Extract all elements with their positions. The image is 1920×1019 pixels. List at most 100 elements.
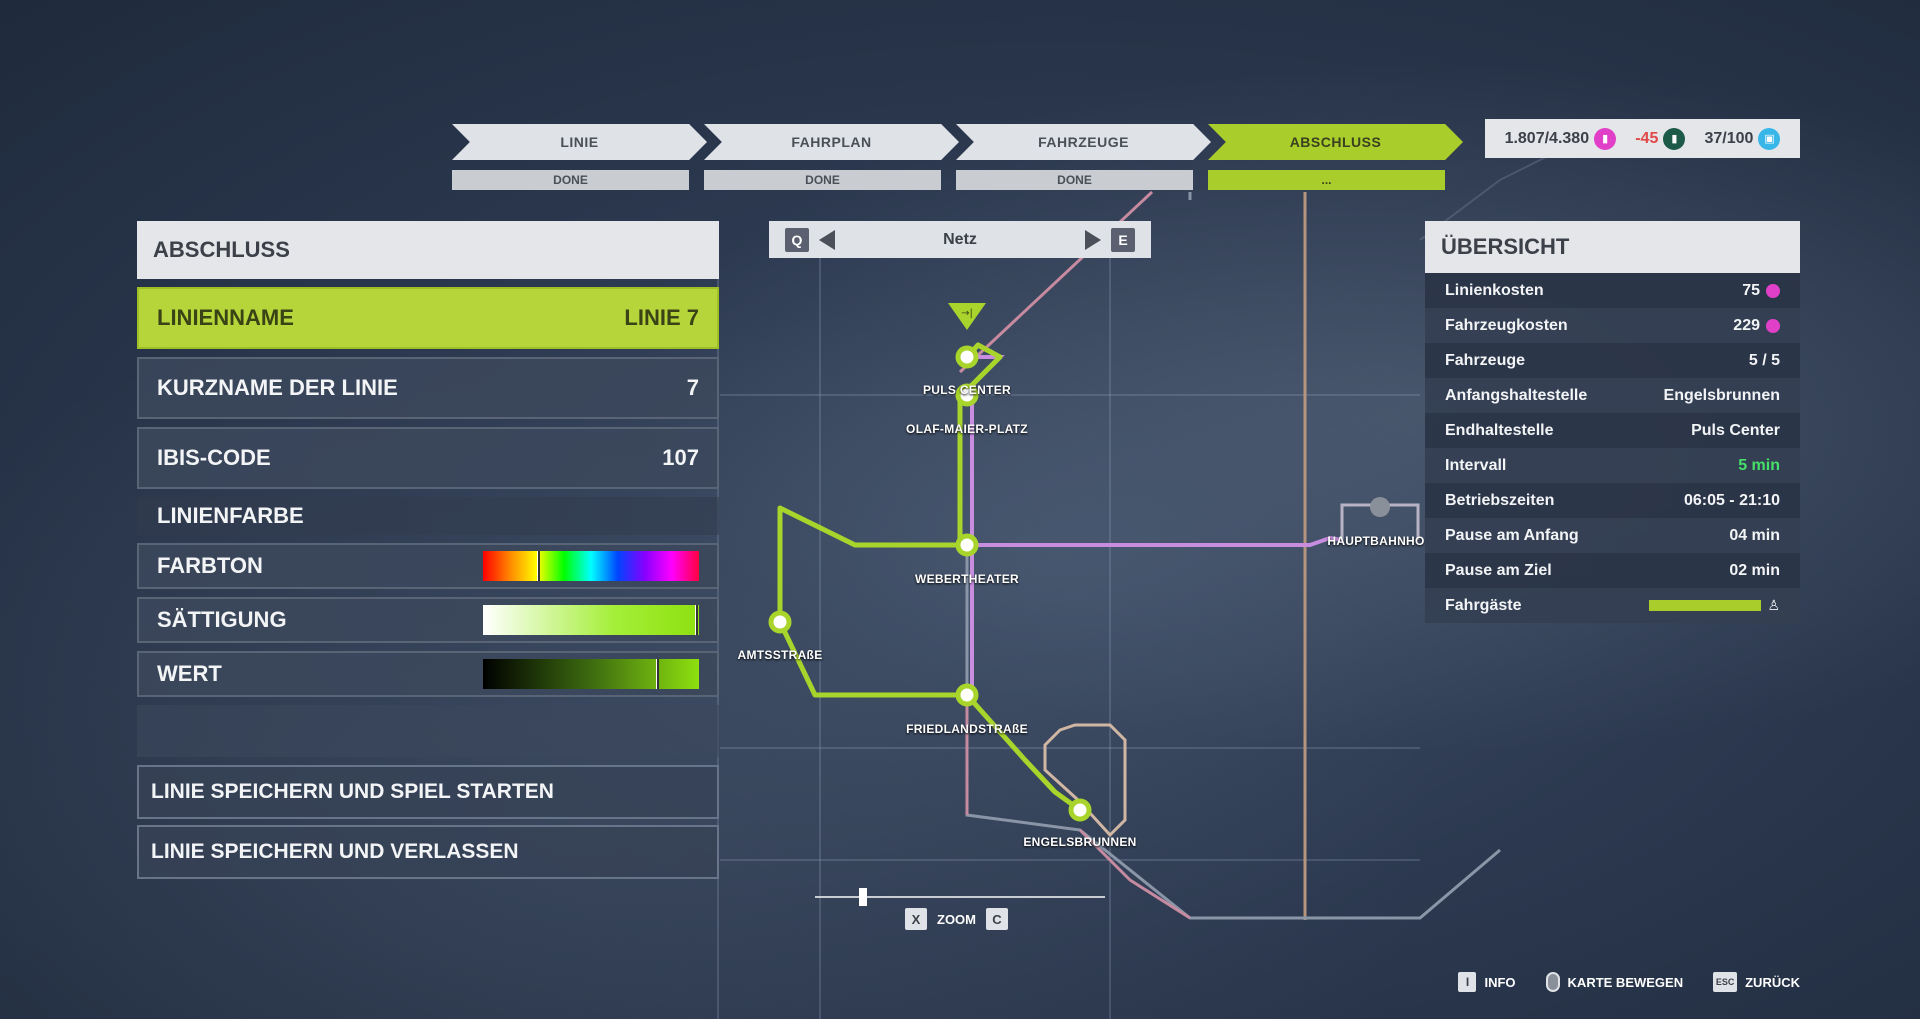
step-state: ... xyxy=(1208,170,1445,190)
key-esc: ESC xyxy=(1713,972,1738,992)
value-slider[interactable] xyxy=(483,659,699,689)
step-state: DONE xyxy=(452,170,689,190)
step-state: DONE xyxy=(704,170,941,190)
step-label: LINIE xyxy=(452,124,707,160)
overview-value: Engelsbrunnen xyxy=(1663,386,1780,404)
money-icon: ▮ xyxy=(1594,127,1617,150)
value-slider-handle[interactable] xyxy=(655,659,659,689)
zoom-thumb[interactable] xyxy=(858,888,867,906)
overview-label: Fahrzeuge xyxy=(1445,351,1526,369)
overview-label: Intervall xyxy=(1445,456,1507,474)
passengers-value: 37/100 xyxy=(1704,129,1754,147)
empty-row xyxy=(137,705,719,757)
hue-label: FARBTON xyxy=(157,553,263,578)
control-hints: I INFO KARTE BEWEGEN ESC ZURÜCK xyxy=(1458,972,1800,992)
zoom-label: ZOOM xyxy=(937,911,976,927)
saturation-row[interactable]: SÄTTIGUNG xyxy=(137,597,719,643)
step-fahrzeuge[interactable]: FAHRZEUGE DONE xyxy=(956,124,1211,192)
overview-value: 02 min xyxy=(1729,561,1780,579)
money-value: 1.807/4.380 xyxy=(1504,129,1590,147)
hint-back[interactable]: ESC ZURÜCK xyxy=(1713,972,1800,992)
step-fahrplan[interactable]: FAHRPLAN DONE xyxy=(704,124,959,192)
money-icon xyxy=(1766,318,1780,333)
previous-arrow-icon[interactable] xyxy=(819,229,835,250)
overview-row-passengers: Fahrgäste ♙ xyxy=(1425,588,1800,623)
key-q[interactable]: Q xyxy=(785,227,809,252)
station-amtsstrasse xyxy=(768,610,792,634)
hint-info-label: INFO xyxy=(1484,974,1516,990)
overview-row-line-cost: Linienkosten 75 xyxy=(1425,273,1800,308)
zoom-track[interactable] xyxy=(815,896,1105,898)
step-label: FAHRZEUGE xyxy=(956,124,1211,160)
overview-label: Fahrgäste xyxy=(1445,596,1522,614)
balance-chart-icon: ▮ xyxy=(1663,127,1686,150)
value-row[interactable]: WERT xyxy=(137,651,719,697)
line-name-value: LINIE 7 xyxy=(624,305,699,330)
ibis-code-row[interactable]: IBIS-CODE 107 xyxy=(137,427,719,489)
hint-move-map[interactable]: KARTE BEWEGEN xyxy=(1545,972,1684,992)
overview-row-vehicle-cost: Fahrzeugkosten 229 xyxy=(1425,308,1800,343)
zoom-control: X ZOOM C xyxy=(815,888,1105,932)
overview-label: Pause am Anfang xyxy=(1445,526,1579,544)
mouse-icon xyxy=(1545,972,1560,992)
wizard-steps: LINIE DONE FAHRPLAN DONE FAHRZEUGE DONE … xyxy=(452,124,1468,192)
resource-stats: 1.807/4.380 ▮ -45 ▮ 37/100 ▣ xyxy=(1485,119,1800,158)
step-linie[interactable]: LINIE DONE xyxy=(452,124,707,192)
ibis-code-value: 107 xyxy=(662,445,699,470)
short-name-row[interactable]: KURZNAME DER LINIE 7 xyxy=(137,357,719,419)
step-state: DONE xyxy=(956,170,1193,190)
saturation-slider-handle[interactable] xyxy=(695,605,698,635)
other-lines xyxy=(958,190,1501,920)
overview-row-end-stop: Endhaltestelle Puls Center xyxy=(1425,413,1800,448)
hint-info[interactable]: I INFO xyxy=(1458,972,1516,992)
overview-row-start-stop: Anfangshaltestelle Engelsbrunnen xyxy=(1425,378,1800,413)
panel-title: ABSCHLUSS xyxy=(137,221,719,279)
hint-move-label: KARTE BEWEGEN xyxy=(1567,974,1684,990)
saturation-slider[interactable] xyxy=(483,605,699,635)
overview-value: 5 / 5 xyxy=(1748,351,1780,369)
passengers-stat: 37/100 ▣ xyxy=(1704,127,1781,150)
overview-title: ÜBERSICHT xyxy=(1425,221,1800,273)
hue-slider[interactable] xyxy=(483,551,699,581)
station-label-hauptbahnhof: HAUPTBAHNHO xyxy=(1327,534,1425,548)
next-arrow-icon[interactable] xyxy=(1085,229,1101,250)
overview-value: 5 min xyxy=(1738,456,1780,474)
station-label-webertheater: WEBERTHEATER xyxy=(914,572,1020,586)
map-view-selector: Q Netz E xyxy=(769,221,1151,258)
station-label-engelsbrunnen: ENGELSBRUNNEN xyxy=(1023,835,1137,849)
hue-row[interactable]: FARBTON xyxy=(137,543,719,589)
station-friedlandstrasse xyxy=(955,683,979,707)
map-view-title: Netz xyxy=(943,230,977,248)
overview-label: Linienkosten xyxy=(1445,281,1544,299)
station-hauptbahnhof[interactable] xyxy=(1370,497,1390,517)
overview-panel: ÜBERSICHT Linienkosten 75 Fahrzeugkosten… xyxy=(1425,221,1800,623)
hue-slider-handle[interactable] xyxy=(537,551,540,581)
line-color-heading: LINIENFARBE xyxy=(137,497,719,535)
key-i: I xyxy=(1458,972,1477,992)
station-label-amtsstrasse: AMTSSTRAßE xyxy=(737,648,823,662)
start-marker-icon xyxy=(948,303,986,330)
line-7-stations[interactable] xyxy=(768,345,1092,822)
step-abschluss[interactable]: ABSCHLUSS ... xyxy=(1208,124,1463,192)
value-label: WERT xyxy=(157,661,222,686)
save-and-start-button[interactable]: LINIE SPEICHERN UND SPIEL STARTEN xyxy=(137,765,719,819)
money-stat: 1.807/4.380 ▮ xyxy=(1504,127,1617,150)
overview-value: Puls Center xyxy=(1691,421,1780,439)
line-name-row[interactable]: LINIENNAME LINIE 7 xyxy=(137,287,719,349)
passenger-bar xyxy=(1649,600,1762,611)
key-x[interactable]: X xyxy=(905,908,927,930)
save-and-exit-button[interactable]: LINIE SPEICHERN UND VERLASSEN xyxy=(137,825,719,879)
overview-row-operating-hours: Betriebszeiten 06:05 - 21:10 xyxy=(1425,483,1800,518)
ibis-code-label: IBIS-CODE xyxy=(157,445,271,470)
overview-row-vehicles: Fahrzeuge 5 / 5 xyxy=(1425,343,1800,378)
abschluss-panel: ABSCHLUSS LINIENNAME LINIE 7 KURZNAME DE… xyxy=(137,221,719,879)
arrow-into-stop-icon: →| xyxy=(961,308,973,319)
key-c[interactable]: C xyxy=(986,908,1008,930)
overview-row-interval: Intervall 5 min xyxy=(1425,448,1800,483)
key-e[interactable]: E xyxy=(1111,227,1135,252)
balance-value: -45 xyxy=(1635,129,1659,147)
station-webertheater xyxy=(955,533,979,557)
hint-back-label: ZURÜCK xyxy=(1745,974,1800,990)
purple-line xyxy=(972,535,1343,547)
